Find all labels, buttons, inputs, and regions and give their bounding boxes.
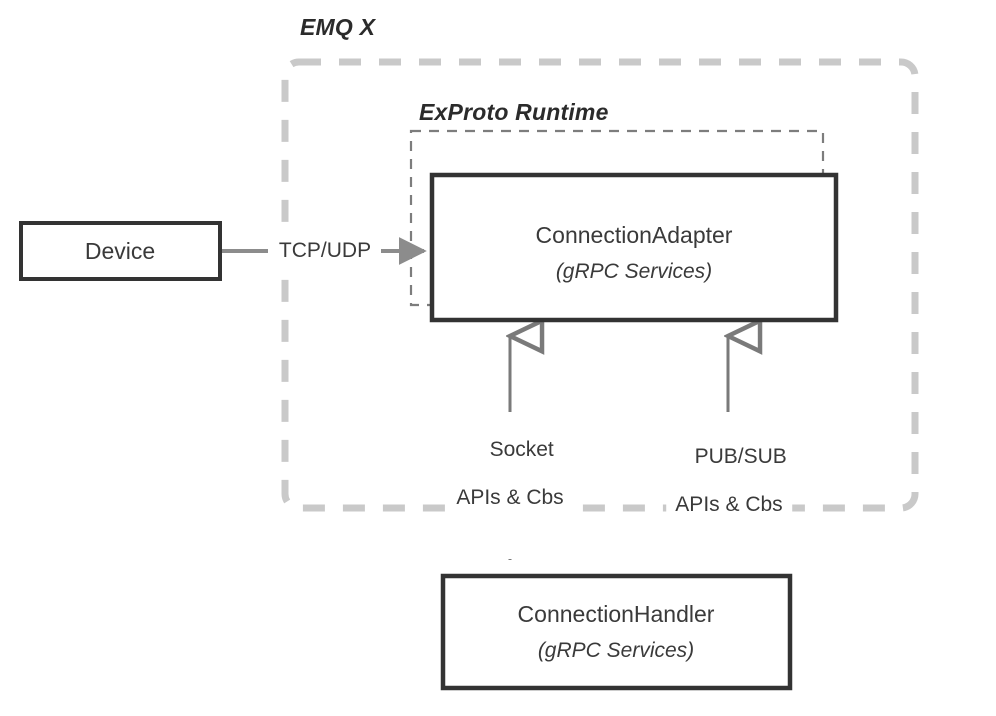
node-label-connection-adapter: ConnectionAdapter	[535, 222, 733, 248]
edge-label-pubsub-line1: PUB/SUB	[694, 445, 787, 469]
node-sublabel-connection-handler: (gRPC Services)	[537, 639, 695, 662]
node-label-connection-handler: ConnectionHandler	[517, 601, 715, 627]
group-label-exproto: ExProto Runtime	[419, 99, 609, 125]
node-label-device: Device	[84, 238, 156, 264]
edge-label-socket-line1: Socket	[489, 438, 554, 462]
node-box-device[interactable]	[19, 221, 222, 281]
edge-label-pubsub-line2: APIs & Cbs	[675, 493, 783, 517]
node-box-connection-handler[interactable]	[440, 573, 793, 691]
group-boundary-emqx	[281, 58, 919, 512]
node-sublabel-connection-adapter: (gRPC Services)	[555, 260, 713, 283]
group-label-emqx: EMQ X	[300, 14, 376, 40]
node-box-connection-adapter[interactable]	[429, 172, 839, 323]
edge-label-pubsub: PUB/SUB APIs & Cbs	[666, 421, 792, 566]
edge-label-socket-line2: APIs & Cbs	[456, 486, 564, 510]
edge-label-tcp-udp: TCP/UDP	[274, 239, 376, 264]
edge-label-socket: Socket APIs & Cbs	[451, 414, 569, 559]
